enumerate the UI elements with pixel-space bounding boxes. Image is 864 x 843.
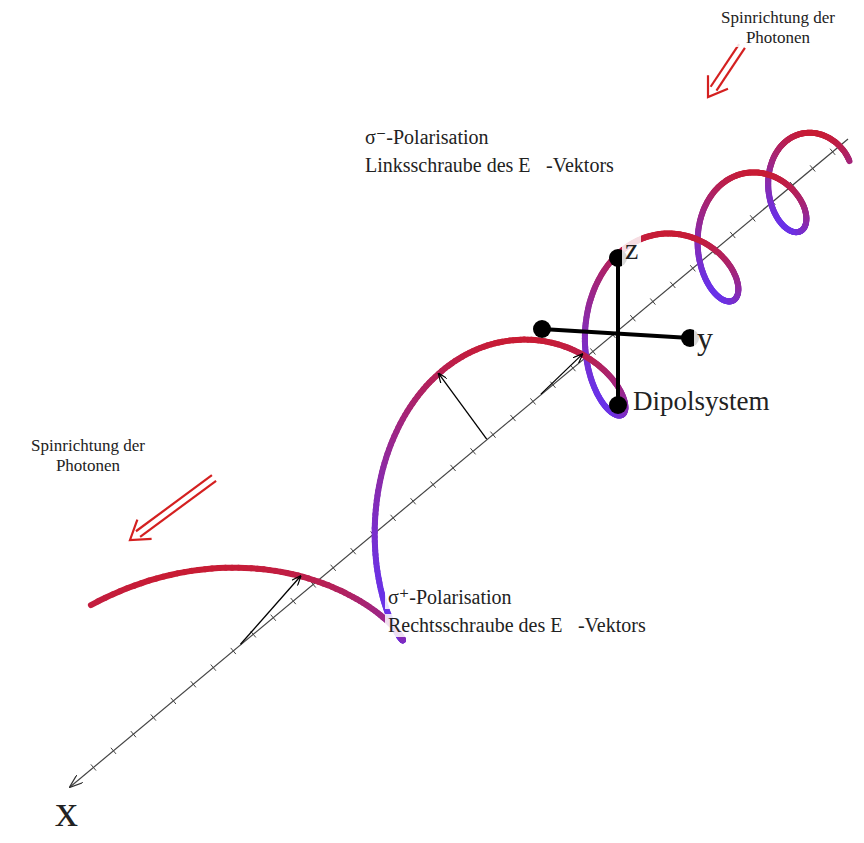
axis-tick [291, 598, 296, 604]
e-vector [541, 354, 582, 394]
axis-tick [91, 764, 96, 770]
axis-line [70, 139, 848, 787]
axis-tick [171, 698, 176, 704]
spin-label: Spinrichtung der Photonen [712, 8, 844, 47]
axis-tick [331, 565, 336, 571]
e-field-vectors [241, 354, 583, 644]
axis-tick [271, 615, 276, 621]
axis-tick [431, 482, 436, 488]
polarisation-label: σ⁺-Polarisation [385, 586, 515, 609]
axis-label: y [694, 320, 716, 357]
axis-tick [830, 149, 835, 155]
axis-tick [231, 648, 236, 654]
e-vector [241, 576, 301, 644]
axis-tick [211, 665, 216, 671]
spin-label: Spinrichtung der Photonen [22, 436, 154, 475]
axis-tick [810, 165, 815, 171]
spin-arrow-head [708, 75, 728, 97]
spin-arrow-head [130, 520, 152, 540]
axis-label: z [622, 232, 641, 267]
spin-arrow-shaft [140, 481, 216, 537]
axis-tick [630, 315, 635, 321]
axis-tick [151, 714, 156, 720]
axis-tick [510, 415, 515, 421]
polarisation-label: Rechtsschraube des E⃗-Vektors [385, 614, 649, 637]
axis-tick [690, 265, 695, 271]
helix-segment [91, 601, 98, 605]
spin-arrow-shaft [716, 48, 744, 91]
axis-tick [191, 681, 196, 687]
axis-tick [530, 398, 535, 404]
axis-tick [670, 282, 675, 288]
spin-arrow-shaft [711, 44, 739, 87]
axis-tick [391, 515, 396, 521]
axis-tick [351, 548, 356, 554]
spin-arrows [130, 44, 745, 540]
axis-tick [470, 448, 475, 454]
axis-label: x [52, 788, 81, 834]
axis-tick [650, 298, 655, 304]
axis-tick [730, 232, 735, 238]
axis-tick [750, 215, 755, 221]
polarisation-label: σ⁻-Polarisation [362, 126, 492, 149]
e-field-helix [91, 133, 850, 641]
axis-tick [450, 465, 455, 471]
axis-tick [131, 731, 136, 737]
axis-tick [590, 348, 595, 354]
axis-tick [490, 432, 495, 438]
polarisation-label: Linksschraube des E⃗-Vektors [362, 154, 617, 177]
e-vector [439, 374, 487, 440]
axis-tick [111, 748, 116, 754]
axis-tick [570, 365, 575, 371]
spin-arrow-shaft [136, 475, 212, 531]
axis-tick [411, 498, 416, 504]
x-axis [70, 139, 848, 787]
system-label: Dipolsystem [630, 386, 773, 417]
